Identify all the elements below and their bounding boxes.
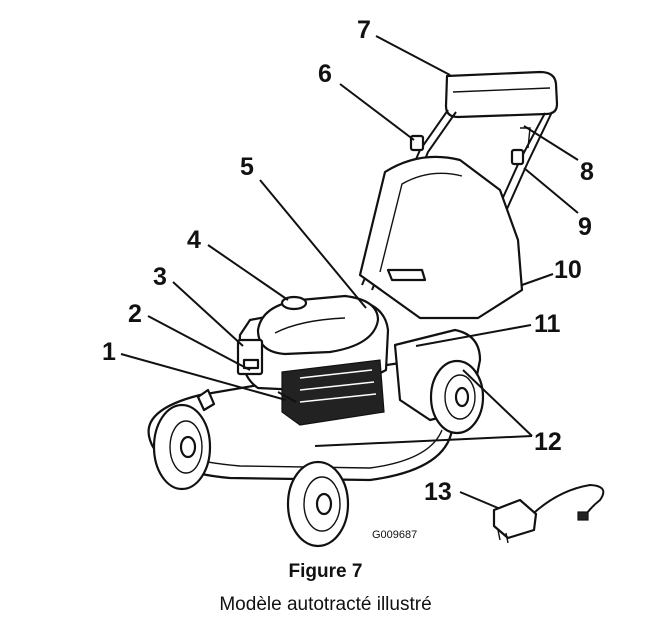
callout-6: 6 — [318, 60, 332, 88]
callout-labels: 1 2 3 4 5 6 7 8 9 10 11 12 13 G009687 — [102, 16, 594, 541]
drawing-code: G009687 — [372, 529, 417, 541]
callout-13: 13 — [424, 478, 452, 506]
charger-drawing — [492, 483, 605, 544]
callout-12: 12 — [534, 428, 562, 456]
callout-2: 2 — [128, 300, 142, 328]
callout-1: 1 — [102, 338, 116, 366]
callout-10: 10 — [554, 256, 582, 284]
grass-bag-drawing — [358, 155, 524, 320]
callout-5: 5 — [240, 153, 254, 181]
engine-drawing — [236, 294, 390, 426]
callout-8: 8 — [580, 158, 594, 186]
callout-11: 11 — [534, 310, 561, 338]
figure-title: Figure 7 — [288, 561, 363, 582]
callout-4: 4 — [187, 226, 201, 254]
callout-9: 9 — [578, 213, 592, 241]
front-right-wheel — [286, 460, 350, 548]
figure-subtitle: Modèle autotracté illustré — [219, 594, 432, 615]
callout-7: 7 — [357, 16, 371, 44]
front-left-wheel — [152, 403, 212, 491]
callout-3: 3 — [153, 263, 167, 291]
leader-lines — [120, 35, 579, 509]
rear-right-wheel — [429, 359, 485, 435]
